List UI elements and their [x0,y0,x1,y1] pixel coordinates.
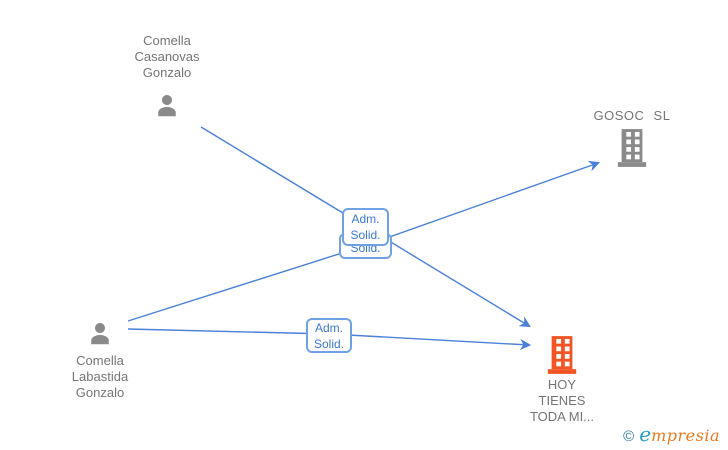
edge-label-line: Adm. [351,212,380,226]
company-name-label: GOSOC SL [593,108,671,123]
person-icon [152,90,182,120]
company-name-line: TIENES [538,393,586,408]
node-person-comella-labastida[interactable]: Comella Labastida Gonzalo [40,318,160,401]
node-company-hoy-tienes[interactable]: HOY TIENES TODA MI... [502,336,622,425]
edge-label-adm-solid: Adm. Solid. [306,318,352,353]
person-name-line: Gonzalo [142,65,192,80]
person-name-label: Comella Casanovas Gonzalo [107,33,227,81]
edge-label-line: Solid. [313,336,345,351]
empresia-logo[interactable]: © empresia [623,422,720,446]
building-icon [545,336,579,374]
node-person-comella-casanovas[interactable]: Comella Casanovas Gonzalo [107,33,227,120]
person-name-line: Labastida [71,369,129,384]
building-icon [615,129,649,167]
company-name-line: TODA MI... [529,409,595,424]
person-name-line: Comella [76,353,124,368]
edge-label-adm-solid: Adm. Solid. [342,208,389,246]
edge-label-line: Solid. [350,228,381,242]
brand-initial: e [639,422,652,446]
person-name-line: Casanovas [134,49,200,64]
person-icon [85,318,115,348]
company-name-label: HOY TIENES TODA MI... [502,377,622,425]
person-name-line: Comella [143,33,191,48]
copyright-icon: © [623,428,635,445]
person-name-line: Gonzalo [75,385,125,400]
edge-label-line: Adm. [314,320,343,335]
brand-name: mpresia [651,426,720,445]
person-name-label: Comella Labastida Gonzalo [40,353,160,401]
company-name-line: HOY [547,377,577,392]
node-company-gosoc-sl[interactable]: GOSOC SL [572,108,692,167]
